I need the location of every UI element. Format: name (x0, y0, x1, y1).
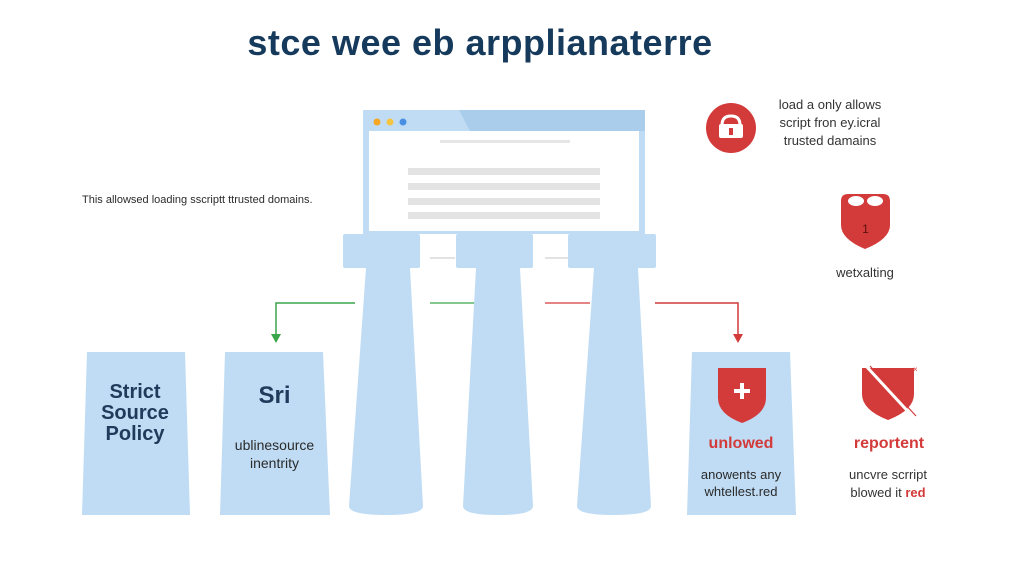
shield-plus-icon (718, 368, 766, 423)
pillar-right (568, 234, 656, 515)
card-unlowed-bg (687, 352, 796, 515)
browser-window (363, 110, 645, 234)
report-sub2-red: red (905, 485, 926, 501)
window-dot-yellow (386, 118, 394, 126)
card-sri-bg (220, 352, 330, 515)
card-sri-subtitle: ublinesource inentrity (222, 436, 327, 472)
card-unlowed-sub2: whtellest.red (704, 483, 778, 499)
right-top-note-line3: trusted damains (783, 133, 877, 149)
card-strict-line1: Strict (109, 381, 161, 403)
connector-lines (271, 257, 743, 343)
report-sub2: blowed it red (818, 484, 958, 502)
card-unlowed-label: unlowed (708, 435, 774, 452)
shield-slash-icon: × (862, 364, 918, 420)
waiting-label: wetxalting (836, 265, 894, 280)
card-strict-line2: Source (101, 402, 169, 424)
left-note: This allowsed loading sscriptt ttrusted … (82, 194, 313, 206)
pillar-center (456, 234, 533, 515)
card-strict-title: Strict Source Policy (84, 382, 186, 445)
window-dot-orange (373, 118, 381, 126)
shield-badge-number: 1 (862, 222, 869, 236)
report-sub2-prefix: blowed it (850, 485, 906, 501)
card-strict-bg (82, 352, 190, 515)
right-top-note-line2: script fron ey.icral (779, 115, 881, 131)
report-sub1: uncvre scrript (848, 467, 928, 482)
svg-text:×: × (913, 365, 918, 374)
card-unlowed-subtitle: anowents any whtellest.red (688, 467, 794, 501)
right-top-note-line1: load a only allows (778, 97, 882, 112)
lock-icon (706, 103, 756, 153)
card-strict-line3: Policy (105, 423, 165, 445)
report-label: reportent (853, 435, 925, 452)
shield-number-icon (841, 194, 890, 249)
right-top-note: load a only allows script fron ey.icral … (760, 96, 900, 151)
card-sri-sub2: inentrity (249, 455, 300, 472)
card-sri-title: Sri (258, 382, 291, 409)
card-unlowed-sub1: anowents any (700, 467, 782, 482)
pillar-left (343, 234, 423, 515)
window-dot-blue (399, 118, 407, 126)
card-sri-sub1: ublinesource (234, 437, 315, 453)
page-title: stce wee eb arpplianaterre (247, 22, 713, 63)
report-subtitle: uncvre scrript blowed it red (818, 466, 958, 502)
